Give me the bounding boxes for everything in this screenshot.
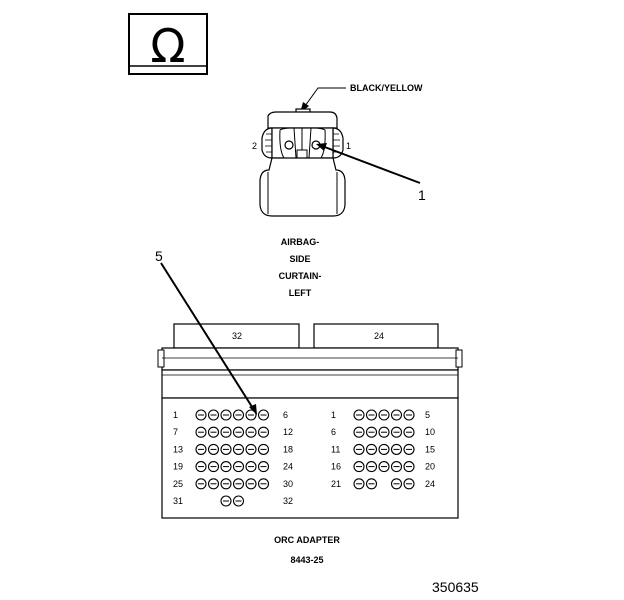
ohm-icon: Ω [150, 19, 185, 73]
figure-id: 350635 [432, 579, 479, 595]
adapter-part-number: 8443-25 [290, 555, 323, 565]
row-start-label: 7 [173, 427, 178, 437]
airbag-name-line-1: AIRBAG- [281, 237, 320, 247]
row-start-label: 31 [173, 496, 183, 506]
row-start-label: 11 [331, 444, 340, 454]
row-end-label: 30 [283, 479, 293, 489]
left-pin-block: 1 6 7 12 13 18 19 24 25 30 31 32 [173, 409, 293, 507]
row-end-label: 5 [425, 410, 430, 420]
tab-right-label: 24 [374, 331, 384, 341]
row-start-label: 25 [173, 479, 183, 489]
airbag-name-line-4: LEFT [289, 288, 312, 298]
row-end-label: 18 [283, 444, 293, 454]
row-end-label: 15 [425, 444, 435, 454]
ohm-symbol: Ω [128, 13, 208, 75]
row-end-label: 24 [425, 479, 435, 489]
row-start-label: 16 [331, 462, 341, 472]
airbag-name-line-2: SIDE [289, 254, 310, 264]
row-end-label: 6 [283, 410, 288, 420]
callout-1: 1 [418, 187, 426, 203]
row-start-label: 1 [331, 410, 336, 420]
row-end-label: 24 [283, 462, 293, 472]
row-end-label: 32 [283, 496, 293, 506]
wire-color-label: BLACK/YELLOW [350, 83, 423, 93]
row-start-label: 1 [173, 410, 178, 420]
row-start-label: 13 [173, 444, 183, 454]
row-start-label: 19 [173, 462, 183, 472]
callout-5: 5 [155, 248, 163, 264]
pin-2-label: 2 [252, 141, 257, 151]
row-start-label: 6 [331, 427, 336, 437]
pin-1-label: 1 [346, 141, 351, 151]
row-end-label: 10 [425, 427, 435, 437]
airbag-name-line-3: CURTAIN- [279, 271, 322, 281]
airbag-connector: BLACK/YELLOW 2 1 1 AIRBAG- S [252, 83, 426, 298]
row-start-label: 21 [331, 479, 341, 489]
row-end-label: 20 [425, 462, 435, 472]
tab-left-label: 32 [232, 331, 242, 341]
adapter-name: ORC ADAPTER [274, 535, 340, 545]
row-end-label: 12 [283, 427, 293, 437]
